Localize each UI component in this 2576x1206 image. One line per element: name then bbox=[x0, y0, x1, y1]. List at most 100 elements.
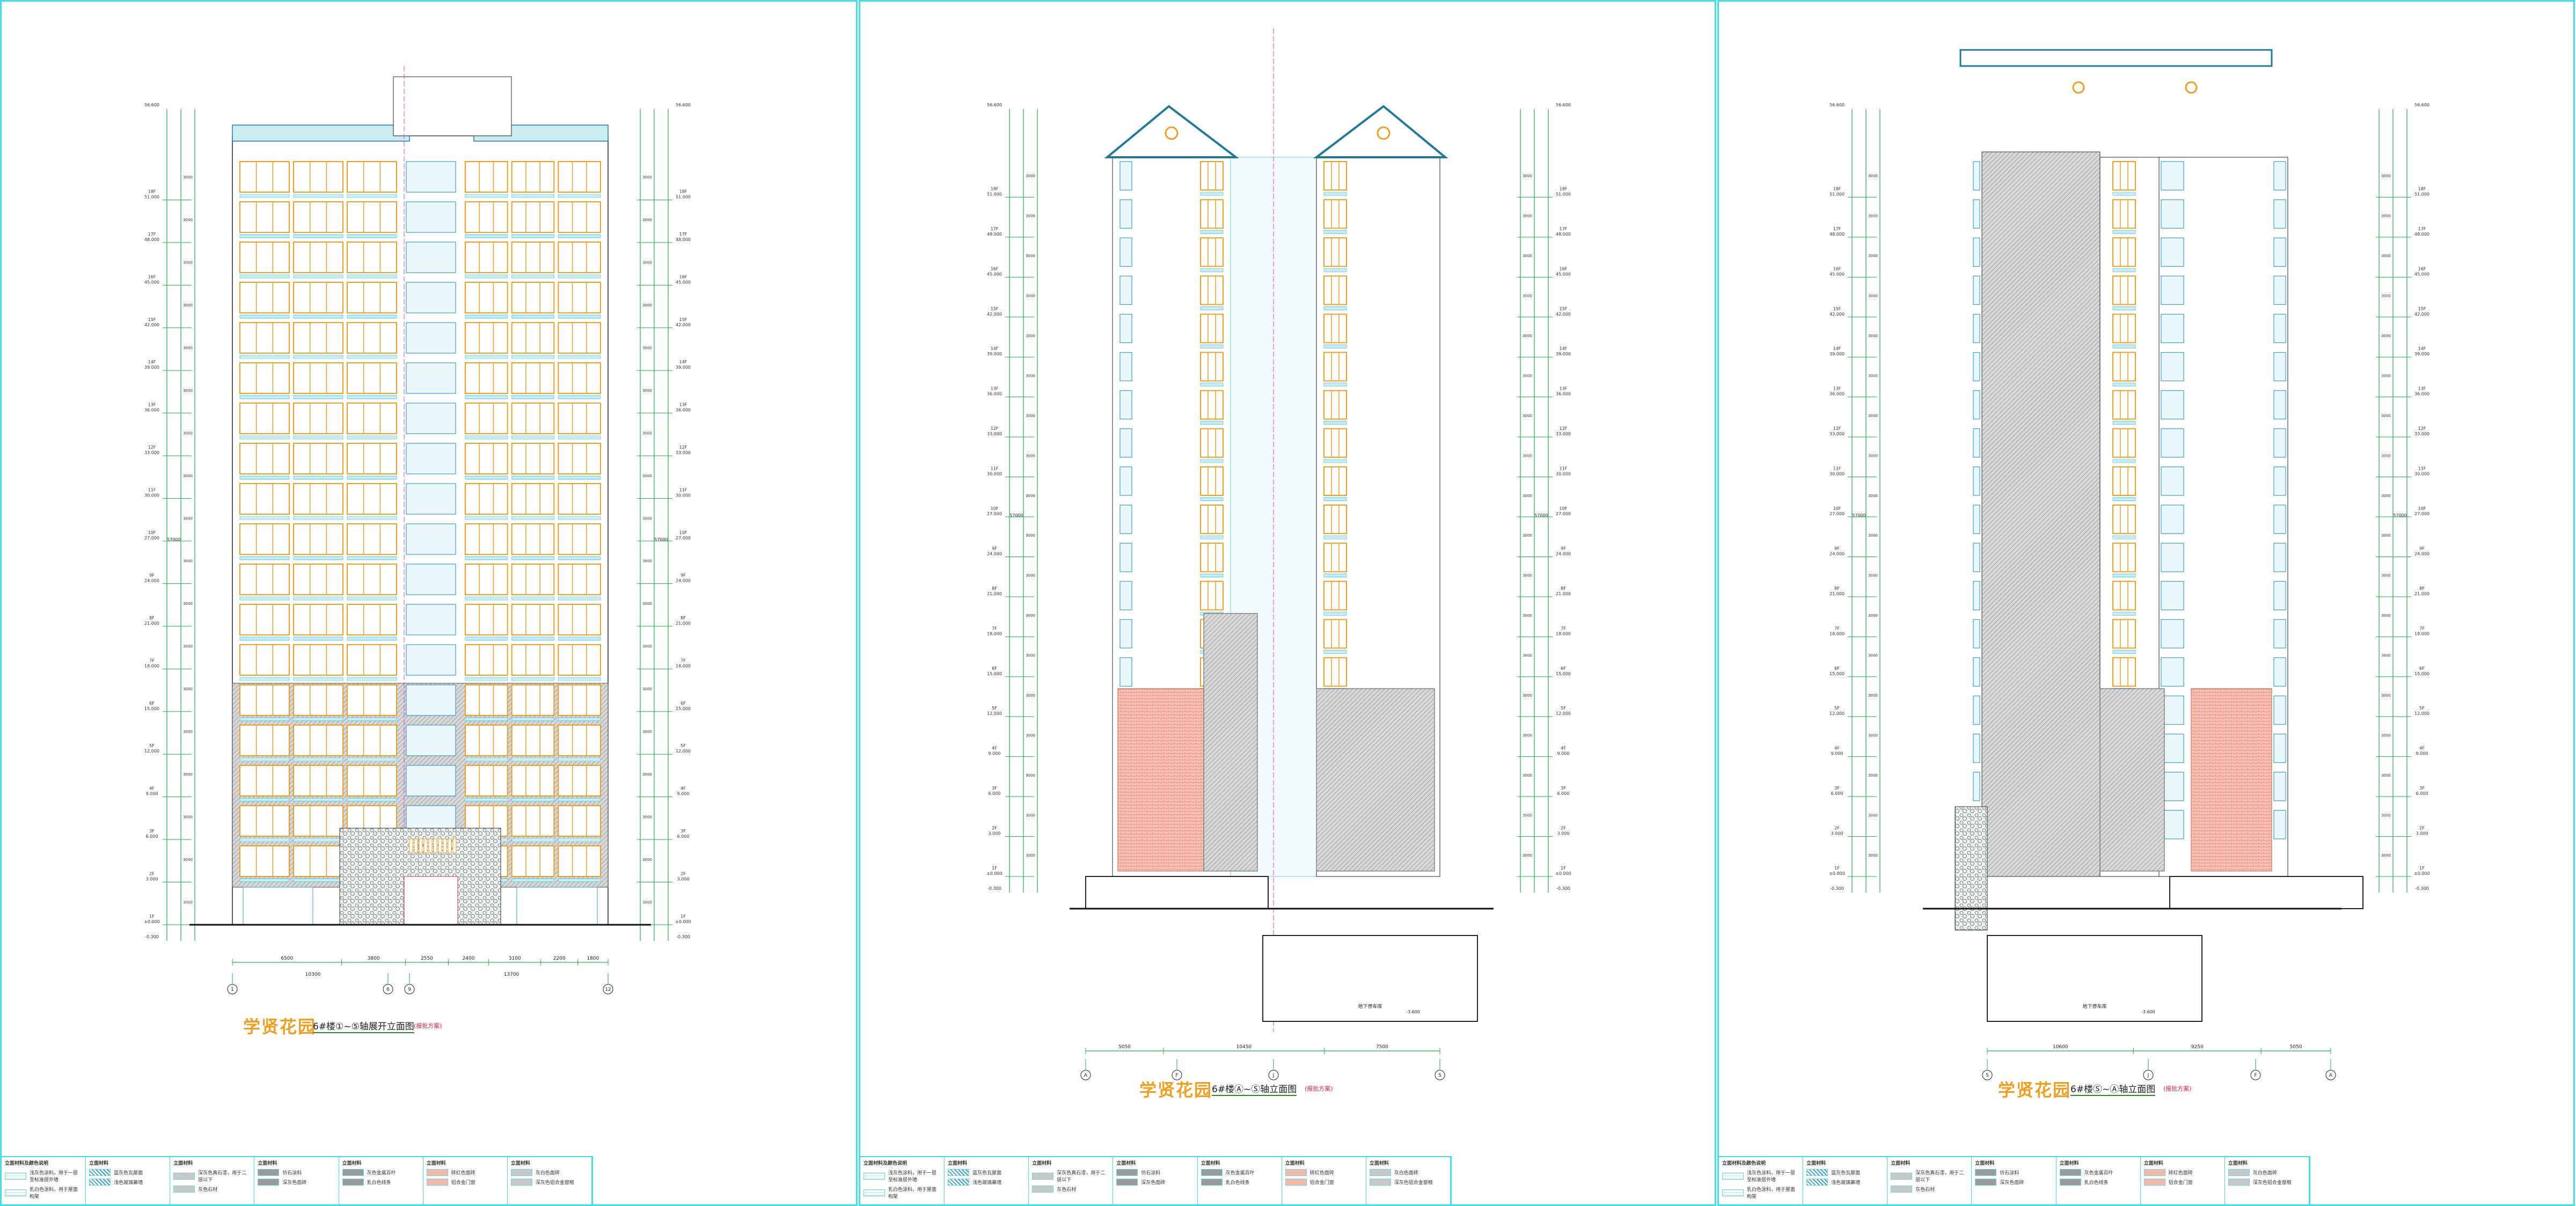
story-height: 3000 bbox=[1026, 174, 1035, 178]
window bbox=[2161, 657, 2184, 687]
story-height: 3000 bbox=[183, 261, 193, 265]
window-frame bbox=[1323, 390, 1347, 420]
balcony-rail bbox=[347, 274, 397, 279]
window-frame bbox=[2112, 313, 2136, 343]
roof-screen bbox=[232, 125, 410, 142]
axis-label: A bbox=[2329, 1073, 2333, 1078]
window-frame bbox=[2112, 657, 2136, 687]
story-height: 3000 bbox=[1868, 374, 1878, 378]
level-elevation: 18.000 bbox=[1556, 631, 1571, 636]
balcony-rail bbox=[239, 234, 290, 238]
story-height: 3000 bbox=[183, 730, 193, 734]
dim-text: 2400 bbox=[463, 956, 475, 961]
legend-swatch bbox=[510, 1169, 532, 1176]
story-height: 3000 bbox=[1026, 414, 1035, 418]
floor-label: 4F bbox=[2419, 746, 2425, 751]
legend-swatch bbox=[1891, 1186, 1913, 1193]
floor-label: 12F bbox=[1560, 426, 1568, 431]
legend-heading: 立面材料及颜色说明 bbox=[1722, 1161, 1766, 1166]
level-elevation: 21.000 bbox=[676, 621, 691, 626]
legend-heading: 立面材料 bbox=[1116, 1161, 1136, 1166]
balcony-rail bbox=[239, 878, 290, 882]
window-frame bbox=[2112, 619, 2136, 649]
level-elevation: 51.000 bbox=[1829, 192, 1845, 196]
legend-row: 乳白色涂料，用于屋面构架 bbox=[863, 1186, 941, 1200]
stone-base bbox=[1955, 806, 1988, 931]
story-height: 3000 bbox=[1868, 174, 1878, 178]
legend-text: 灰白色面砖 bbox=[535, 1171, 560, 1176]
balcony-rail bbox=[347, 556, 397, 560]
window-frame bbox=[239, 805, 290, 837]
legend-row: 铝合金门窗 bbox=[2143, 1179, 2221, 1186]
story-height: 3000 bbox=[1868, 294, 1878, 298]
window-frame bbox=[293, 765, 343, 796]
level-elevation: 21.000 bbox=[1829, 591, 1845, 596]
window-frame bbox=[511, 282, 555, 313]
stone-cladding bbox=[2099, 688, 2165, 872]
window-frame bbox=[239, 201, 290, 233]
window-frame bbox=[1200, 199, 1224, 229]
ground-elevation: -0.300 bbox=[145, 934, 159, 939]
window-frame bbox=[2112, 466, 2136, 496]
floor-label: 2F bbox=[680, 872, 686, 876]
shop-window bbox=[243, 887, 313, 925]
window bbox=[406, 644, 456, 676]
legend-cell: 立面材料灰白色面砖深灰色铝合金窗框 bbox=[508, 1157, 592, 1204]
story-height: 3000 bbox=[1026, 254, 1035, 258]
story-height: 3000 bbox=[1868, 494, 1878, 498]
legend-text: 深灰色铝合金窗框 bbox=[535, 1180, 574, 1186]
basement-label: 地下停车库 bbox=[1358, 1003, 1382, 1010]
level-elevation: 36.000 bbox=[144, 408, 159, 413]
ornament bbox=[448, 838, 452, 853]
window-frame bbox=[2112, 161, 2136, 191]
window bbox=[406, 403, 456, 434]
balcony-rail bbox=[1200, 345, 1224, 349]
legend-heading: 立面材料 bbox=[1201, 1161, 1220, 1166]
floor-label: 5F bbox=[2419, 706, 2425, 711]
level-elevation: 42.000 bbox=[676, 323, 691, 327]
window-frame bbox=[511, 845, 555, 877]
legend-row: 乳白色线条 bbox=[1201, 1179, 1278, 1186]
floor-label: 1F bbox=[2419, 866, 2425, 871]
window bbox=[1973, 428, 1980, 458]
legend-text: 深灰色真石漆，用于二层以下 bbox=[1915, 1171, 1964, 1183]
window-frame bbox=[511, 362, 555, 394]
balcony-rail bbox=[558, 757, 601, 762]
window-frame bbox=[558, 845, 602, 877]
story-height: 3000 bbox=[183, 602, 193, 606]
dim-text: 2550 bbox=[421, 956, 433, 961]
legend-heading: 立面材料 bbox=[510, 1161, 530, 1166]
axis-label: 1 bbox=[231, 987, 234, 992]
story-height: 3000 bbox=[1026, 733, 1035, 737]
total-height: 57000 bbox=[2393, 513, 2406, 518]
window-frame bbox=[239, 604, 290, 635]
level-elevation: 9.000 bbox=[677, 792, 690, 796]
legend-text: 浅灰色涂料，用于一层至标准层外墙 bbox=[888, 1171, 937, 1183]
window-frame bbox=[347, 765, 397, 796]
balcony-rail bbox=[465, 516, 508, 520]
balcony-rail bbox=[293, 798, 343, 802]
level-elevation: 24.000 bbox=[1829, 551, 1845, 556]
floor-label: 14F bbox=[2418, 346, 2426, 351]
story-height: 3000 bbox=[642, 602, 652, 606]
story-height: 3000 bbox=[1868, 733, 1878, 737]
window-frame bbox=[239, 403, 290, 434]
story-height: 3000 bbox=[1523, 773, 1532, 778]
story-height: 3000 bbox=[2381, 654, 2391, 658]
level-elevation: 6.000 bbox=[1831, 791, 1843, 796]
window-frame bbox=[1323, 581, 1347, 611]
window-frame bbox=[2112, 390, 2136, 420]
axis-label: J bbox=[1272, 1073, 1275, 1078]
balcony-rail bbox=[511, 757, 554, 762]
balcony-rail bbox=[293, 234, 343, 238]
window-frame bbox=[1200, 313, 1224, 343]
legend-text: 乳白色线条 bbox=[367, 1180, 391, 1186]
ground-elevation: -0.300 bbox=[1830, 886, 1844, 891]
level-elevation: 51.000 bbox=[987, 192, 1002, 196]
basement-elevation: -3.600 bbox=[1406, 1010, 1420, 1014]
balcony-rail bbox=[239, 395, 290, 399]
level-elevation: 39.000 bbox=[676, 365, 691, 370]
legend-cell: 立面材料仿石涂料深灰色面砖 bbox=[254, 1157, 339, 1204]
window-frame bbox=[293, 403, 343, 434]
